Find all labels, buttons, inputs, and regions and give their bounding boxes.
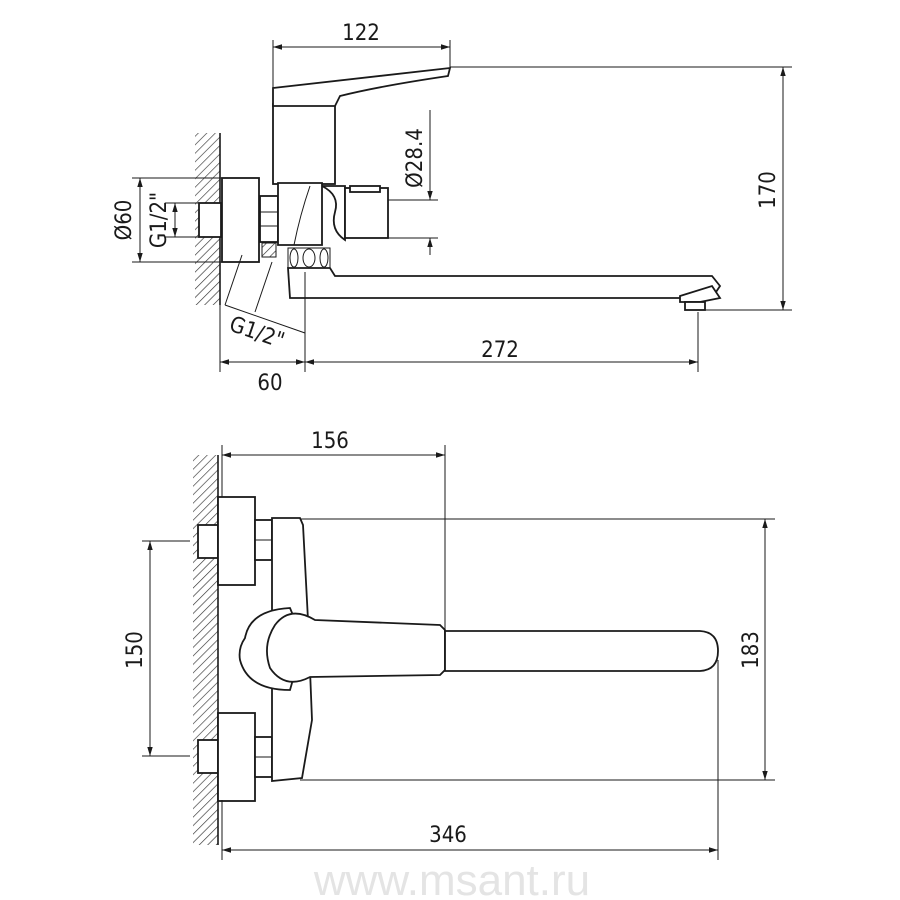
- dim-flange-diameter: Ø60: [112, 200, 137, 241]
- dim-body-height: 183: [739, 631, 764, 669]
- mixer-body: [277, 182, 323, 246]
- dim-wall-offset: 60: [257, 371, 282, 396]
- dim-wall-thread: G1/2": [147, 192, 172, 248]
- spout-front: [444, 630, 719, 672]
- dim-handle-reach: 156: [311, 429, 349, 454]
- dim-height: 170: [756, 171, 781, 209]
- handle-front: [266, 612, 446, 683]
- dim-total-length: 346: [429, 823, 467, 848]
- body-joint: [321, 185, 346, 242]
- spout: [287, 267, 722, 299]
- valve-block: [344, 187, 389, 239]
- front-view: 156 183 150 346: [123, 429, 775, 860]
- watermark: www.msant.ru: [313, 856, 590, 900]
- dim-inlet-spacing: 150: [123, 631, 148, 669]
- wall-hatch: [193, 455, 218, 845]
- upper-flange: [217, 496, 256, 586]
- hose-thread: [261, 242, 277, 258]
- dim-spout-reach: 272: [481, 338, 519, 363]
- connector-nut: [259, 195, 279, 243]
- dim-hose-thread: G1/2": [226, 312, 287, 354]
- escutcheon-flange: [221, 177, 260, 263]
- dim-handle-length: 122: [342, 21, 380, 46]
- dim-body-diameter: Ø28.4: [403, 128, 428, 188]
- side-view: 122 170 Ø28.4 Ø60 G1/2" G1/2" 60: [112, 21, 792, 396]
- handle-lever: [272, 66, 452, 107]
- cartridge-housing: [272, 103, 336, 185]
- lower-flange: [217, 712, 256, 802]
- wall-pipe-stub: [198, 202, 222, 238]
- aerator: [679, 284, 722, 303]
